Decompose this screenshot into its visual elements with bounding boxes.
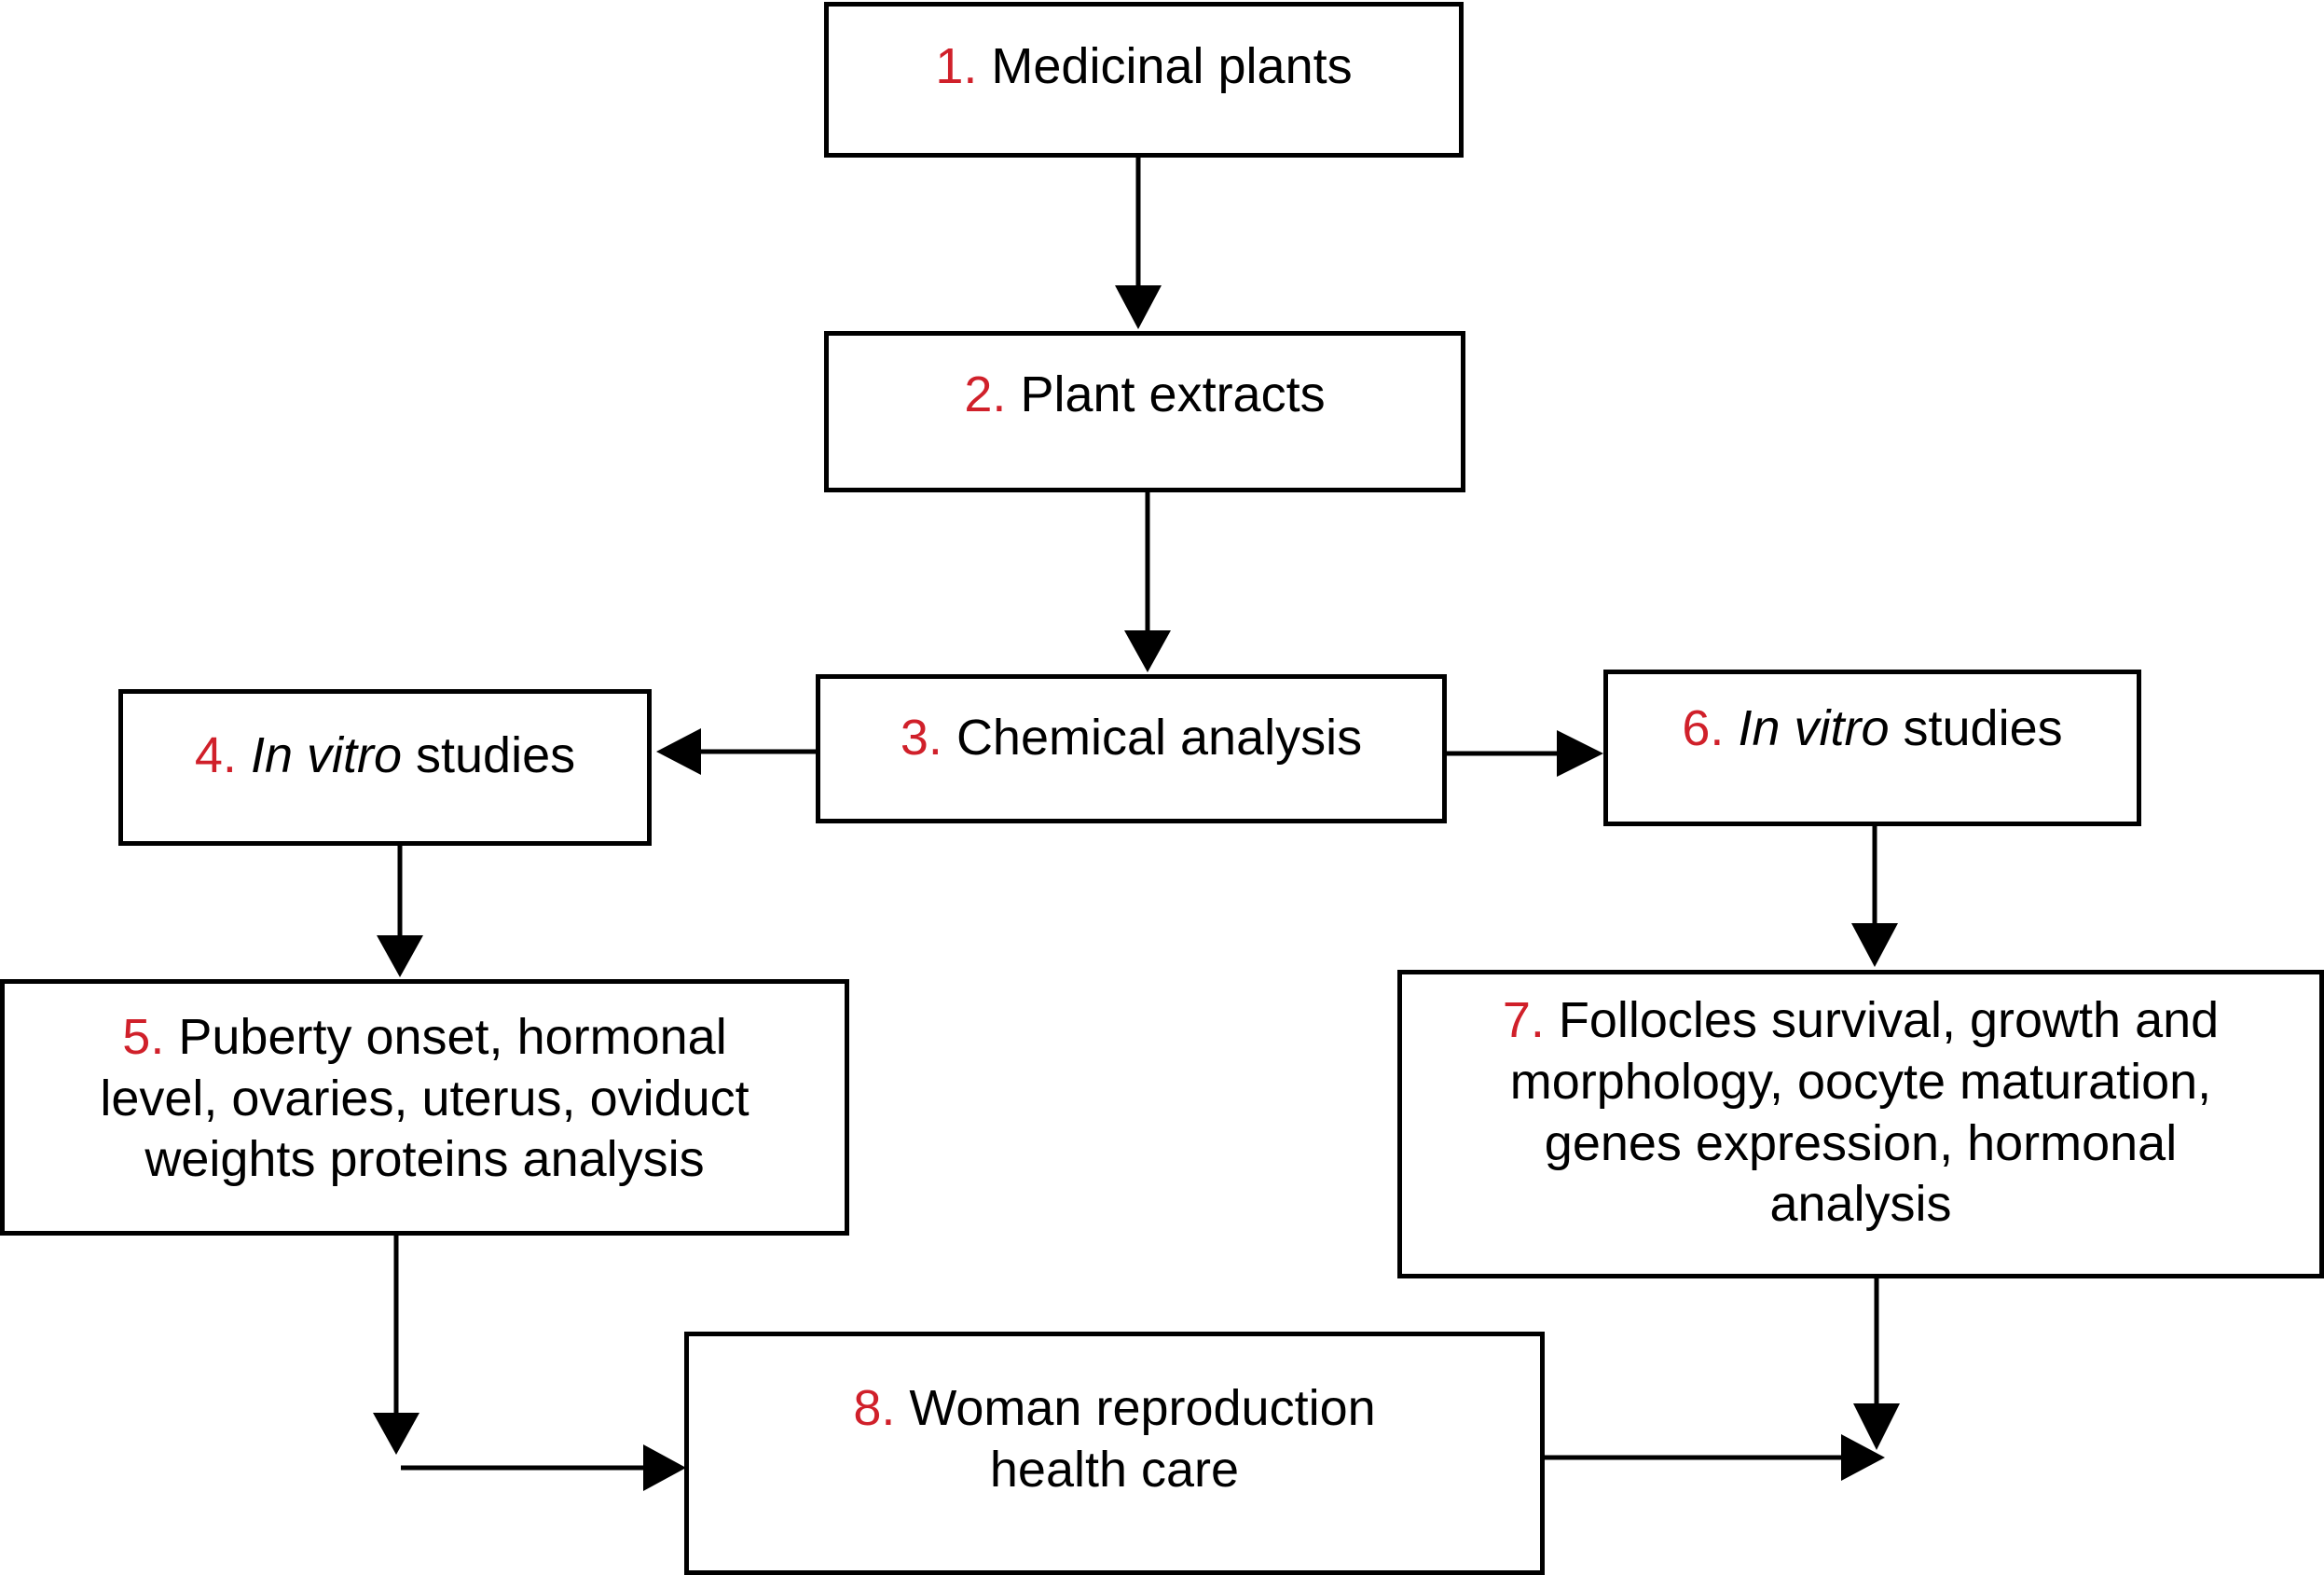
arrowhead-3-to-6 [1557, 730, 1603, 777]
node-2-text: Plant extracts [1020, 366, 1326, 422]
node-8-number: 8. [853, 1379, 896, 1436]
arrowhead-6-to-7 [1851, 923, 1898, 967]
arrowhead-5-down [373, 1413, 419, 1455]
node-chemical-analysis: 3. Chemical analysis [816, 674, 1447, 823]
node-7-line-1-text: Follocles survival, growth and [1558, 991, 2220, 1048]
node-5-number: 5. [122, 1008, 165, 1065]
arrowhead-3-to-4 [656, 728, 701, 775]
node-7-line-1: 7. Follocles survival, growth and [1503, 992, 2219, 1048]
arrowhead-1-to-2 [1115, 285, 1162, 329]
node-puberty-onset: 5. Puberty onset, hormonal level, ovarie… [0, 979, 849, 1236]
arrowhead-to-8 [643, 1444, 686, 1491]
node-in-vitro-studies-left: 4. In vitro studies [118, 689, 652, 846]
node-5-line-2: level, ovaries, uterus, oviduct [100, 1070, 749, 1126]
arrowhead-8-out [1841, 1434, 1885, 1481]
node-2-number: 2. [964, 366, 1007, 422]
node-3-number: 3. [900, 710, 942, 767]
arrowhead-4-to-5 [377, 935, 423, 977]
node-6-italic-text: In vitro [1738, 700, 1890, 757]
node-woman-reproduction-health-care: 8. Woman reproduction health care [684, 1332, 1545, 1575]
node-4-text: studies [416, 727, 576, 784]
node-in-vitro-studies-right: 6. In vitro studies [1603, 670, 2141, 826]
node-7-number: 7. [1502, 991, 1545, 1048]
node-follicles-survival: 7. Follocles survival, growth and morpho… [1397, 970, 2324, 1278]
node-plant-extracts: 2. Plant extracts [824, 331, 1465, 492]
node-8-line-1-text: Woman reproduction [909, 1379, 1376, 1436]
arrowhead-2-to-3 [1124, 630, 1171, 672]
node-6-number: 6. [1682, 700, 1725, 757]
node-5-line-1-text: Puberty onset, hormonal [178, 1008, 727, 1065]
node-3-text: Chemical analysis [956, 710, 1363, 767]
node-5-line-1: 5. Puberty onset, hormonal [122, 1009, 726, 1065]
node-7-line-3: genes expression, hormonal [1544, 1114, 2178, 1171]
node-7-line-4: analysis [1769, 1176, 1952, 1233]
node-6-text: studies [1903, 700, 2063, 757]
arrowhead-7-down [1853, 1403, 1900, 1450]
node-7-line-2: morphology, oocyte maturation, [1509, 1053, 2212, 1110]
node-8-line-1: 8. Woman reproduction [853, 1380, 1375, 1436]
node-1-number: 1. [935, 37, 978, 94]
node-1-text: Medicinal plants [991, 37, 1353, 94]
node-5-line-3: weights proteins analysis [144, 1131, 705, 1188]
node-8-line-2: health care [989, 1441, 1240, 1498]
node-4-number: 4. [194, 727, 237, 784]
node-4-italic-text: In vitro [250, 727, 402, 784]
node-medicinal-plants: 1. Medicinal plants [824, 2, 1464, 158]
